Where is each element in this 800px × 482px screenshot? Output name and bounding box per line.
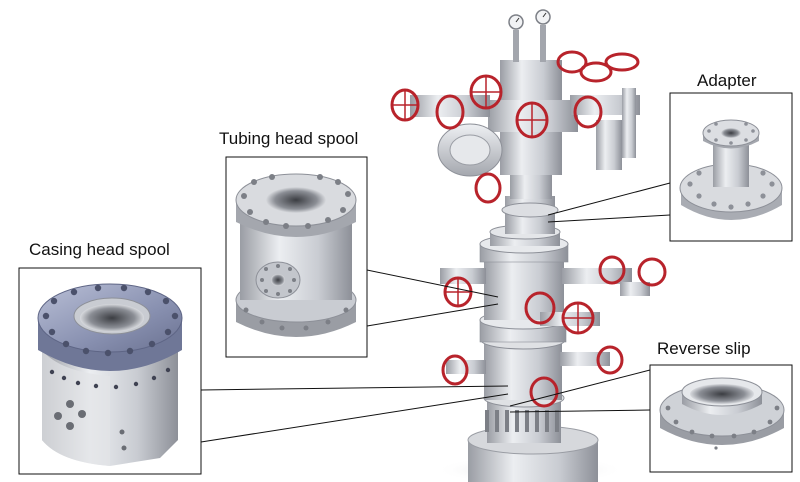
casing-head-spool-label: Casing head spool [29, 240, 170, 259]
reverse-slip-callout-box [649, 364, 793, 473]
adapter-leader-bottom [547, 214, 671, 223]
tubing-leader-top [366, 269, 499, 298]
adapter-illustration [679, 119, 783, 220]
reverse-slip-label: Reverse slip [657, 339, 751, 358]
pressure-gauge-icon [535, 9, 551, 25]
tubing-leader-bottom [366, 303, 499, 327]
tubing-spool-body [484, 258, 564, 320]
handwheel-spokes [392, 76, 593, 333]
reverse-slip-leader-top [509, 369, 651, 407]
casing-leader-top [200, 385, 509, 391]
adapter-callout-box [669, 92, 793, 242]
tubing-head-spool-label: Tubing head spool [219, 129, 359, 148]
wing-valve-left [410, 95, 490, 117]
leader-lines [200, 182, 671, 443]
casing-head-spool-illustration [37, 283, 183, 466]
adapter-label: Adapter [697, 71, 757, 90]
tubing-head-spool-illustration [235, 173, 357, 337]
wellhead-assembly [390, 9, 667, 482]
adapter-leader-top [547, 182, 671, 216]
casing-leader-bottom [200, 393, 509, 443]
bolt-ring-lower [485, 410, 559, 432]
casing-spool-body [484, 340, 562, 400]
tubing-head-spool-callout-box [225, 156, 368, 358]
reverse-slip-leader-bottom [509, 409, 651, 413]
reverse-slip-illustration [659, 377, 785, 450]
pressure-gauge-icon [508, 14, 524, 30]
casing-head-spool-callout-box [18, 267, 202, 475]
